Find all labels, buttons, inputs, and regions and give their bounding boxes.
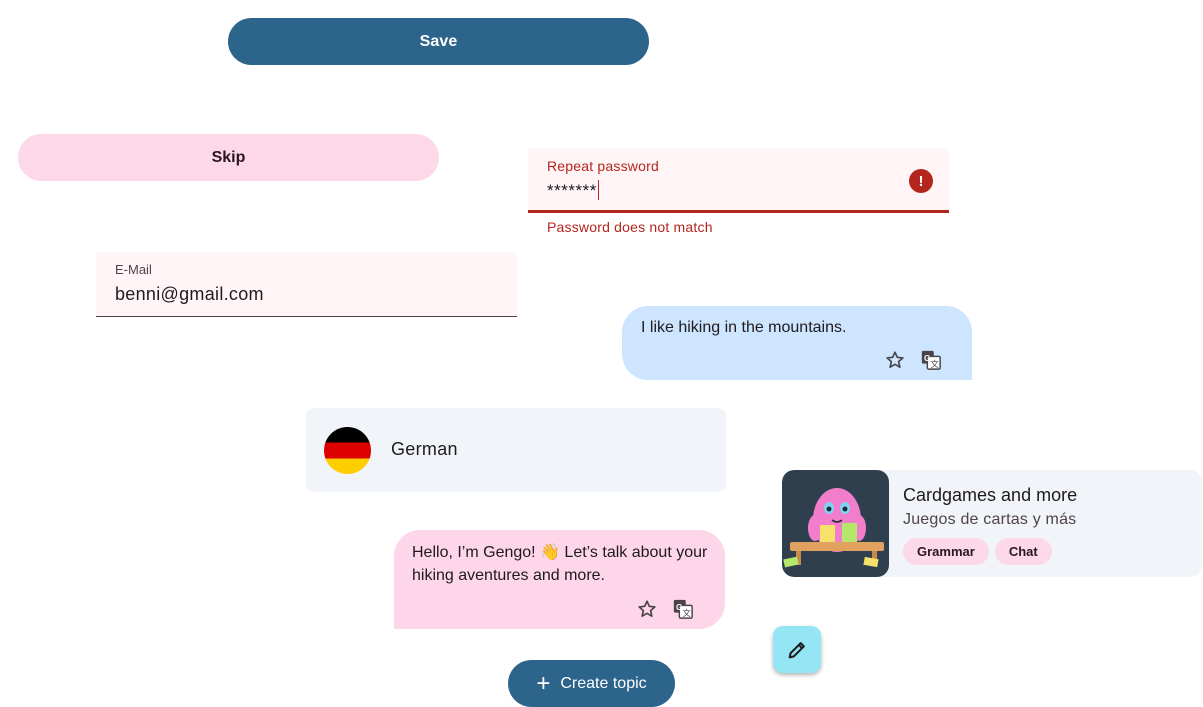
save-button[interactable]: Save <box>228 18 649 65</box>
error-icon: ! <box>909 169 933 193</box>
topic-chips: Grammar Chat <box>903 538 1052 565</box>
user-message-text: I like hiking in the mountains. <box>641 319 847 336</box>
text-caret <box>597 180 600 200</box>
password-masked-text: ******* <box>547 181 597 200</box>
bot-message-bubble: Hello, I’m Gengo! 👋 Let’s talk about you… <box>394 530 725 629</box>
email-field[interactable]: E-Mail benni@gmail.com <box>96 252 517 317</box>
star-icon[interactable] <box>884 349 906 376</box>
svg-text:文: 文 <box>931 359 939 369</box>
pencil-icon <box>788 641 805 658</box>
chip-chat[interactable]: Chat <box>994 538 1052 565</box>
create-topic-button[interactable]: + Create topic <box>508 660 675 707</box>
create-topic-label: Create topic <box>560 674 647 692</box>
svg-text:文: 文 <box>683 608 691 618</box>
topic-illustration <box>782 470 889 577</box>
language-name: German <box>391 439 458 459</box>
plus-icon: + <box>536 669 551 697</box>
repeat-password-value[interactable]: ******* <box>547 180 600 201</box>
svg-text:G: G <box>924 354 930 363</box>
topic-title: Cardgames and more <box>903 485 1078 505</box>
topic-subtitle: Juegos de cartas y más <box>903 511 1077 528</box>
email-value[interactable]: benni@gmail.com <box>115 284 264 304</box>
chip-grammar[interactable]: Grammar <box>903 538 989 565</box>
password-error-text: Password does not match <box>547 219 713 235</box>
svg-text:G: G <box>676 603 682 612</box>
repeat-password-label: Repeat password <box>547 158 659 174</box>
edit-fab-button[interactable] <box>773 626 821 673</box>
email-label: E-Mail <box>115 262 152 277</box>
star-icon[interactable] <box>636 598 658 625</box>
repeat-password-field[interactable]: Repeat password ******* ! <box>528 148 949 213</box>
skip-button[interactable]: Skip <box>18 134 439 181</box>
language-card-german[interactable]: German <box>306 408 726 492</box>
topic-card[interactable]: Cardgames and more Juegos de cartas y má… <box>782 470 1202 577</box>
germany-flag-icon <box>324 427 371 474</box>
bot-message-text: Hello, I’m Gengo! 👋 Let’s talk about you… <box>412 544 708 584</box>
